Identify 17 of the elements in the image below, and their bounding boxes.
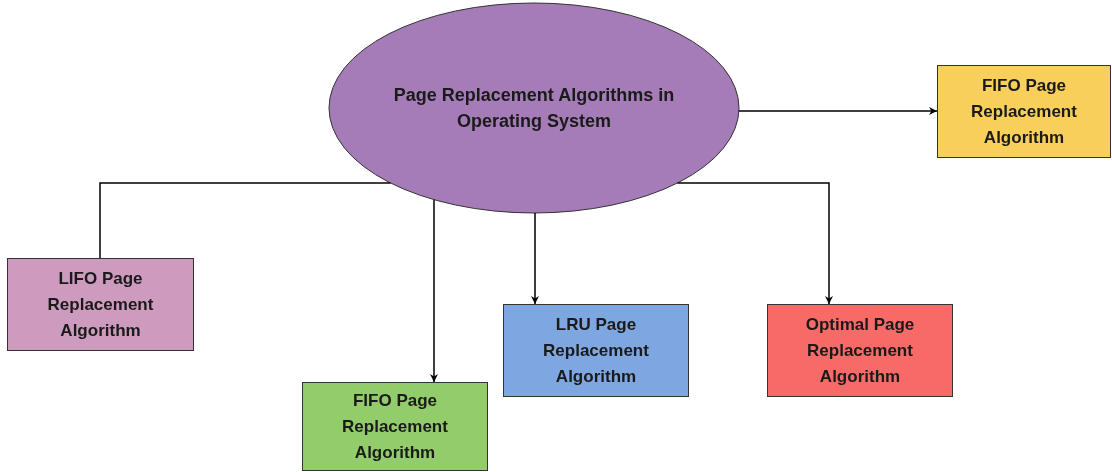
arrow: [738, 107, 938, 115]
box-label: FIFO Page Replacement Algorithm: [341, 389, 449, 464]
arrow: [430, 198, 438, 383]
arrow: [531, 212, 539, 305]
algorithm-box: [503, 304, 689, 397]
box-label: FIFO Page Replacement Algorithm: [970, 74, 1078, 149]
box-label: LRU Page Replacement Algorithm: [542, 313, 650, 388]
arrow: [676, 182, 833, 305]
algorithm-box: [767, 304, 953, 397]
node-title: Page Replacement Algorithms in Operating System: [392, 84, 676, 133]
box-label: LIFO Page Replacement Algorithm: [46, 267, 155, 342]
process-ellipse: [328, 2, 740, 214]
connector-line: [99, 182, 392, 259]
algorithm-box: [302, 382, 488, 471]
box-label: Optimal Page Replacement Algorithm: [804, 313, 916, 388]
algorithm-box: [937, 65, 1111, 158]
algorithm-box: [7, 258, 194, 351]
